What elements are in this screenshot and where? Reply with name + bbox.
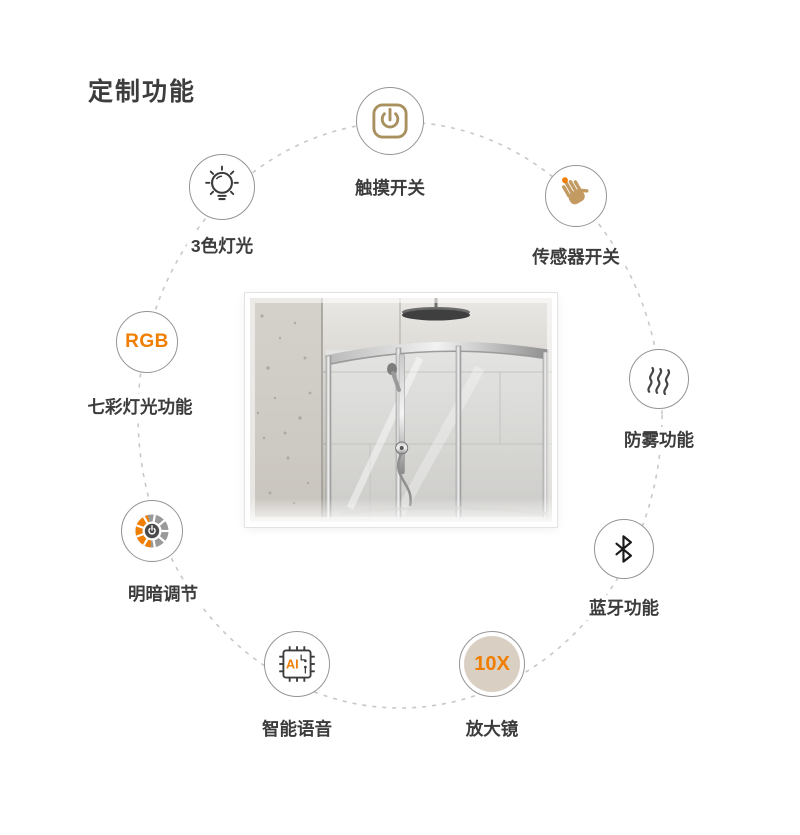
tri-color-circle bbox=[189, 154, 255, 220]
magnifier-circle: 10X bbox=[459, 631, 525, 697]
feature-label: 放大镜 bbox=[461, 716, 523, 741]
ai-chip-label: AI bbox=[286, 658, 299, 672]
hand-icon bbox=[562, 177, 589, 205]
feature-label: 蓝牙功能 bbox=[585, 595, 663, 620]
feature-label: 智能语音 bbox=[258, 716, 336, 741]
feature-label: 七彩灯光功能 bbox=[83, 394, 197, 419]
magnifier-10x-badge: 10X bbox=[464, 636, 520, 692]
dimming-circle bbox=[121, 500, 183, 562]
sensor-switch-circle bbox=[545, 165, 607, 227]
feature-label: 3色灯光 bbox=[186, 233, 258, 258]
ai-chip-icon: AI bbox=[279, 646, 315, 682]
steam-icon bbox=[647, 366, 671, 396]
page-title: 定制功能 bbox=[88, 78, 197, 106]
power-icon bbox=[372, 103, 408, 139]
bluetooth-circle bbox=[594, 519, 654, 579]
feature-label: 传感器开关 bbox=[528, 244, 624, 269]
feature-label: 明暗调节 bbox=[124, 581, 202, 606]
dimmer-dial-icon bbox=[135, 514, 169, 548]
bulb-icon bbox=[205, 165, 239, 201]
product-photo-mirror bbox=[245, 293, 557, 527]
shower-scene-illustration bbox=[250, 298, 552, 522]
anti-fog-circle bbox=[629, 349, 689, 409]
rgb-badge: RGB bbox=[125, 331, 169, 352]
bluetooth-icon bbox=[615, 535, 633, 563]
smart-voice-circle: AI bbox=[264, 631, 330, 697]
touch-switch-circle bbox=[356, 87, 424, 155]
feature-label: 防雾功能 bbox=[620, 427, 698, 452]
rgb-circle: RGB bbox=[116, 311, 178, 373]
feature-label: 触摸开关 bbox=[351, 175, 429, 200]
